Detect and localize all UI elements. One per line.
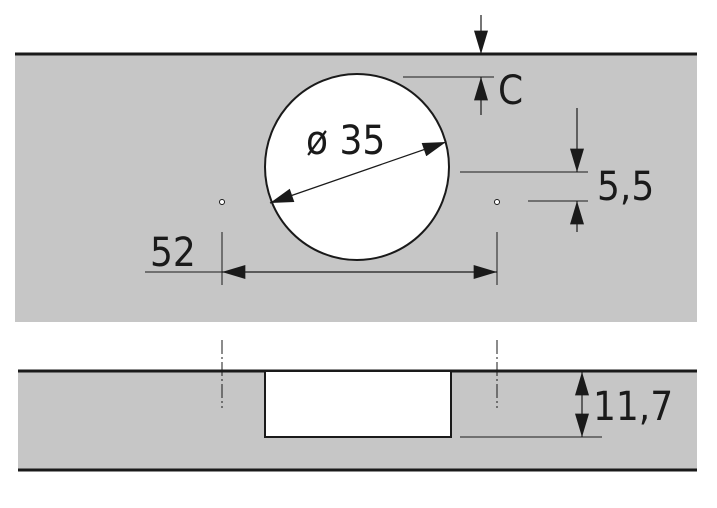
diameter-label: ø 35	[306, 118, 385, 164]
cup-hole	[264, 73, 450, 261]
cup-recess	[264, 370, 452, 438]
hole-spacing-label: 52	[150, 230, 196, 276]
depth-label: 11,7	[593, 384, 673, 430]
c-label: C	[498, 68, 523, 114]
screw-hole-right	[494, 199, 500, 205]
top-view: ø 35 C 5,5 52	[15, 15, 697, 322]
screw-hole-left	[219, 199, 225, 205]
section-view: 11,7	[18, 340, 697, 472]
diameter-dimension-line	[269, 141, 447, 204]
hole-offset-label: 5,5	[597, 164, 654, 210]
